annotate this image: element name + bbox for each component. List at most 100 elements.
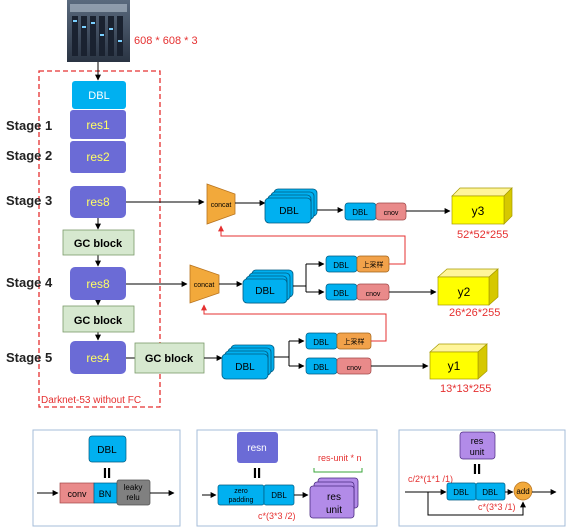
dbl-small-stage3: DBL	[344, 202, 377, 221]
legend-res-unit-equals: II	[473, 461, 481, 478]
stage-labels: Stage 1 Stage 2 Stage 3 Stage 4 Stage 5	[6, 118, 53, 365]
branch3-split-arrows	[274, 338, 305, 369]
dbl-stack-stage4: DBL	[242, 269, 294, 304]
svg-text:DBL: DBL	[88, 90, 109, 102]
svg-text:DBL: DBL	[453, 488, 469, 497]
svg-text:y1: y1	[448, 359, 461, 373]
side-gc-block: GC block	[134, 342, 205, 374]
legend-resn-equals: II	[253, 465, 261, 482]
y3-size-label: 52*52*255	[457, 229, 508, 241]
svg-text:zero: zero	[234, 488, 248, 495]
conv-small-stage4: cnov	[356, 283, 390, 301]
backbone-res8-stage4-block: res8	[70, 267, 126, 300]
branch2-split-arrows	[293, 261, 325, 295]
svg-text:DBL: DBL	[313, 363, 329, 372]
svg-text:DBL: DBL	[255, 286, 275, 297]
dbl-small-stage5-down: DBL	[305, 357, 338, 375]
svg-text:res: res	[327, 492, 341, 503]
legend-skip-connection	[427, 492, 526, 516]
backbone-dbl-block: DBL	[72, 81, 126, 109]
svg-text:上采样: 上采样	[363, 260, 384, 269]
svg-text:y3: y3	[472, 204, 485, 218]
svg-text:unit: unit	[470, 447, 485, 457]
svg-text:unit: unit	[326, 505, 342, 516]
legend-resn-panel	[196, 429, 378, 527]
svg-text:GC block: GC block	[74, 238, 123, 250]
legend-c33-1-label: c*(3*3 /1)	[478, 502, 516, 512]
y2-size-label: 26*26*255	[449, 307, 500, 319]
legend-resn-title: resn	[237, 432, 278, 463]
conv-small-stage3: cnov	[375, 202, 407, 221]
legend-res-unit-dbl-2: DBL	[475, 482, 506, 501]
svg-text:DBL: DBL	[271, 491, 287, 500]
svg-text:concat: concat	[194, 282, 215, 289]
legend-res-unit-stack: res unit	[309, 477, 359, 519]
backbone-gc-block-1: GC block	[62, 229, 135, 256]
upsample-stage4: 上采样	[356, 255, 390, 273]
svg-text:DBL: DBL	[97, 445, 117, 456]
svg-text:DBL: DBL	[352, 208, 368, 217]
svg-text:cnov: cnov	[347, 365, 362, 372]
dbl-small-stage4-up: DBL	[325, 255, 358, 273]
legend-res-unit-n: res-unit * n	[318, 453, 362, 463]
upsample-stage5: 上采样	[336, 332, 372, 350]
backbone-res4-block: res4	[70, 341, 126, 374]
svg-text:BN: BN	[99, 489, 112, 499]
svg-text:res: res	[471, 436, 484, 446]
legend-res-unit-title: res unit	[459, 431, 496, 460]
backbone-caption: Darknet-53 without FC	[41, 395, 141, 406]
legend-add-node: add	[513, 481, 533, 501]
svg-text:cnov: cnov	[384, 210, 399, 217]
upsample-feedback-stage5	[201, 304, 387, 342]
legend-dbl-panel	[32, 429, 181, 527]
legend-conv: conv	[59, 482, 95, 504]
svg-text:DBL: DBL	[313, 338, 329, 347]
y1-size-label: 13*13*255	[440, 383, 491, 395]
backbone-res1-block: res1	[70, 110, 126, 139]
output-cube-y1: y1	[429, 343, 488, 380]
svg-text:DBL: DBL	[333, 289, 349, 298]
svg-text:res1: res1	[86, 118, 110, 132]
svg-text:res4: res4	[86, 351, 110, 365]
stage-3-label: Stage 3	[6, 193, 52, 208]
svg-text:cnov: cnov	[366, 291, 381, 298]
dbl-stack-stage5: DBL	[221, 344, 275, 380]
svg-text:resn: resn	[247, 443, 266, 454]
output-cube-y2: y2	[437, 268, 499, 306]
backbone-gc-block-2: GC block	[62, 305, 135, 333]
svg-text:y2: y2	[458, 285, 471, 299]
svg-text:leaky: leaky	[124, 483, 143, 492]
input-size-label: 608 * 608 * 3	[134, 35, 198, 47]
svg-text:上采样: 上采样	[344, 337, 365, 346]
svg-text:res2: res2	[86, 150, 110, 164]
svg-text:DBL: DBL	[482, 488, 498, 497]
backbone-dashed-border	[38, 70, 161, 408]
legend-c11-label: c/2*(1*1 /1)	[408, 474, 453, 484]
svg-text:res8: res8	[86, 195, 110, 209]
conv-small-stage5: cnov	[336, 357, 372, 375]
svg-text:concat: concat	[211, 202, 232, 209]
upsample-feedback-stage4	[218, 225, 406, 265]
svg-text:DBL: DBL	[235, 362, 255, 373]
stage-2-label: Stage 2	[6, 148, 52, 163]
concat-trapezoid-stage4: concat	[189, 264, 220, 304]
input-image	[67, 0, 130, 62]
legend-c33-2-label: c*(3*3 /2)	[258, 511, 296, 521]
svg-text:GC block: GC block	[74, 315, 123, 327]
dbl-stack-stage3: DBL	[264, 188, 318, 224]
legend-bn: BN	[93, 482, 118, 504]
dbl-small-stage4-down: DBL	[325, 283, 358, 301]
legend-res-unit-dbl-1: DBL	[446, 482, 477, 501]
backbone-res8-stage3-block: res8	[70, 186, 126, 218]
legend-res-unit-panel	[398, 429, 566, 527]
svg-text:padding: padding	[229, 497, 254, 504]
svg-text:DBL: DBL	[279, 206, 299, 217]
stage-5-label: Stage 5	[6, 350, 52, 365]
stage-4-label: Stage 4	[6, 275, 53, 290]
svg-text:DBL: DBL	[333, 261, 349, 270]
backbone-res2-block: res2	[70, 141, 126, 173]
legend-dbl-title: DBL	[88, 435, 127, 463]
legend-dbl-equals: II	[103, 465, 111, 482]
svg-text:add: add	[516, 487, 529, 496]
